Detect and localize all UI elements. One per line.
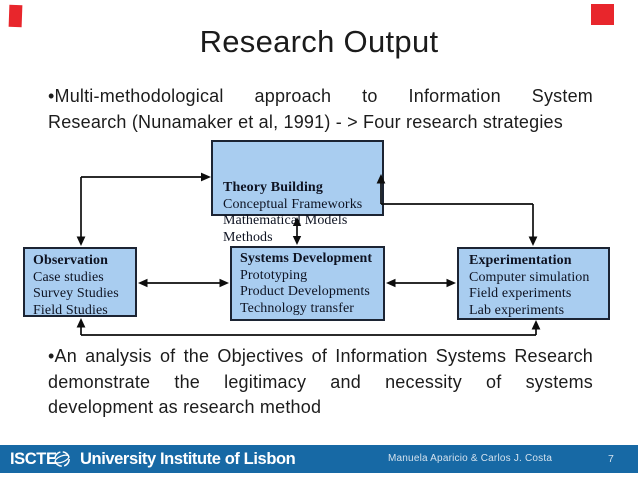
- box-item-label: Survey Studies: [33, 286, 119, 301]
- bullet-line: demonstrate the legitimacy and necessity…: [48, 371, 593, 392]
- observation-box: Observation Case studies Survey Studies …: [23, 247, 137, 318]
- box-title: Theory Building: [223, 180, 323, 195]
- systems-development-box: Systems Development Prototyping Product …: [230, 246, 385, 321]
- bullet-analysis-objectives: •An analysis of the Objectives of Inform…: [48, 344, 593, 421]
- box-item-label: Conceptual Frameworks: [223, 196, 363, 212]
- box-item-label: Prototyping: [240, 267, 308, 283]
- box-item-label: Mathematical Models: [223, 213, 348, 228]
- box-title: Experimentation: [469, 253, 572, 268]
- slide-title: Research Output: [199, 24, 439, 59]
- box-item-label: Case studies: [33, 269, 104, 285]
- box-item-label: Computer simulation: [469, 269, 590, 285]
- box-title: Observation: [33, 253, 108, 268]
- footer-authors-label: Manuela Aparicio & Carlos J. Costa: [388, 453, 553, 464]
- bullet-line: development as research method: [48, 397, 322, 417]
- box-item-label: Field experiments: [469, 286, 572, 301]
- footer-page-number: 7: [608, 453, 614, 465]
- box-item-label: Product Developments: [240, 284, 370, 299]
- bullet-line: •An analysis of the Objectives of Inform…: [48, 346, 593, 366]
- footer-institute-label: University Institute of Lisbon: [80, 450, 296, 468]
- red-corner-mark-right: [591, 4, 614, 25]
- box-item-label: Methods: [223, 229, 273, 245]
- bullet-multi-methodological: •Multi-methodological approach to Inform…: [48, 84, 593, 135]
- theory-building-box: Theory Building Conceptual Frameworks Ma…: [211, 140, 384, 245]
- box-item-label: Lab experiments: [469, 302, 565, 318]
- experimentation-box: Experimentation Computer simulation Fiel…: [457, 247, 610, 320]
- box-item-label: Field Studies: [33, 302, 108, 318]
- globe-icon: [54, 451, 70, 467]
- bullet-line: Research (Nunamaker et al, 1991) - > Fou…: [48, 111, 563, 132]
- bullet-line: •Multi-methodological approach to Inform…: [48, 86, 593, 106]
- footer-bar: ISCTE University Institute of Lisbon Man…: [0, 445, 638, 473]
- box-title: Systems Development: [240, 251, 373, 266]
- box-item-label: Technology transfer: [240, 300, 355, 316]
- iscte-wordmark: ISCTE: [10, 450, 57, 468]
